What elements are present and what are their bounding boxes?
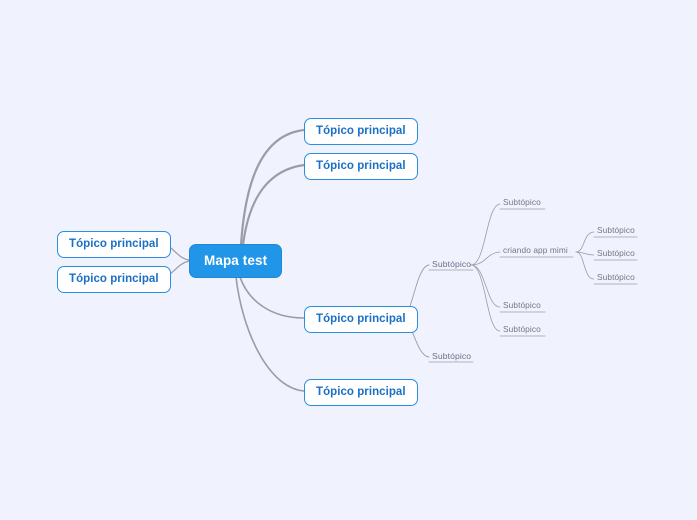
topic-node-right-4[interactable]: Tópico principal — [304, 379, 418, 406]
connector-sub-a2-to-sub-c1 — [575, 231, 595, 253]
subtopic-node-sub-a2[interactable]: criando app mimi — [503, 245, 568, 255]
subtopic-node-sub-a[interactable]: Subtópico — [432, 259, 472, 269]
connector-sub-a-to-sub-a4 — [470, 264, 501, 332]
connector-root-to-right-3 — [239, 276, 305, 319]
subtopic-node-sub-a1[interactable]: Subtópico — [503, 197, 541, 207]
subtopic-node-sub-c2[interactable]: Subtópico — [597, 248, 635, 258]
connector-root-to-right-4 — [235, 276, 305, 392]
topic-node-right-1[interactable]: Tópico principal — [304, 118, 418, 145]
connector-sub-a-to-sub-a2 — [470, 251, 501, 266]
subtopic-node-sub-c3[interactable]: Subtópico — [597, 272, 635, 282]
subtopic-node-sub-a4[interactable]: Subtópico — [503, 324, 541, 334]
subtopic-node-sub-a3[interactable]: Subtópico — [503, 300, 541, 310]
connector-root-to-right-2 — [241, 163, 306, 247]
topic-node-right-2[interactable]: Tópico principal — [304, 153, 418, 180]
connector-root-to-right-1 — [239, 128, 306, 247]
connector-sub-a-to-sub-a3 — [470, 264, 501, 308]
root-node[interactable]: Mapa test — [189, 244, 283, 278]
subtopic-node-sub-b[interactable]: Subtópico — [432, 351, 472, 361]
connector-sub-a-to-sub-a1 — [470, 203, 501, 266]
connector-sub-a2-to-sub-c3 — [575, 251, 595, 280]
topic-node-right-3[interactable]: Tópico principal — [304, 306, 418, 333]
subtopic-node-sub-c1[interactable]: Subtópico — [597, 225, 635, 235]
topic-node-left-1[interactable]: Tópico principal — [57, 231, 171, 258]
connector-sub-a2-to-sub-c2 — [575, 251, 595, 256]
topic-node-left-2[interactable]: Tópico principal — [57, 266, 171, 293]
